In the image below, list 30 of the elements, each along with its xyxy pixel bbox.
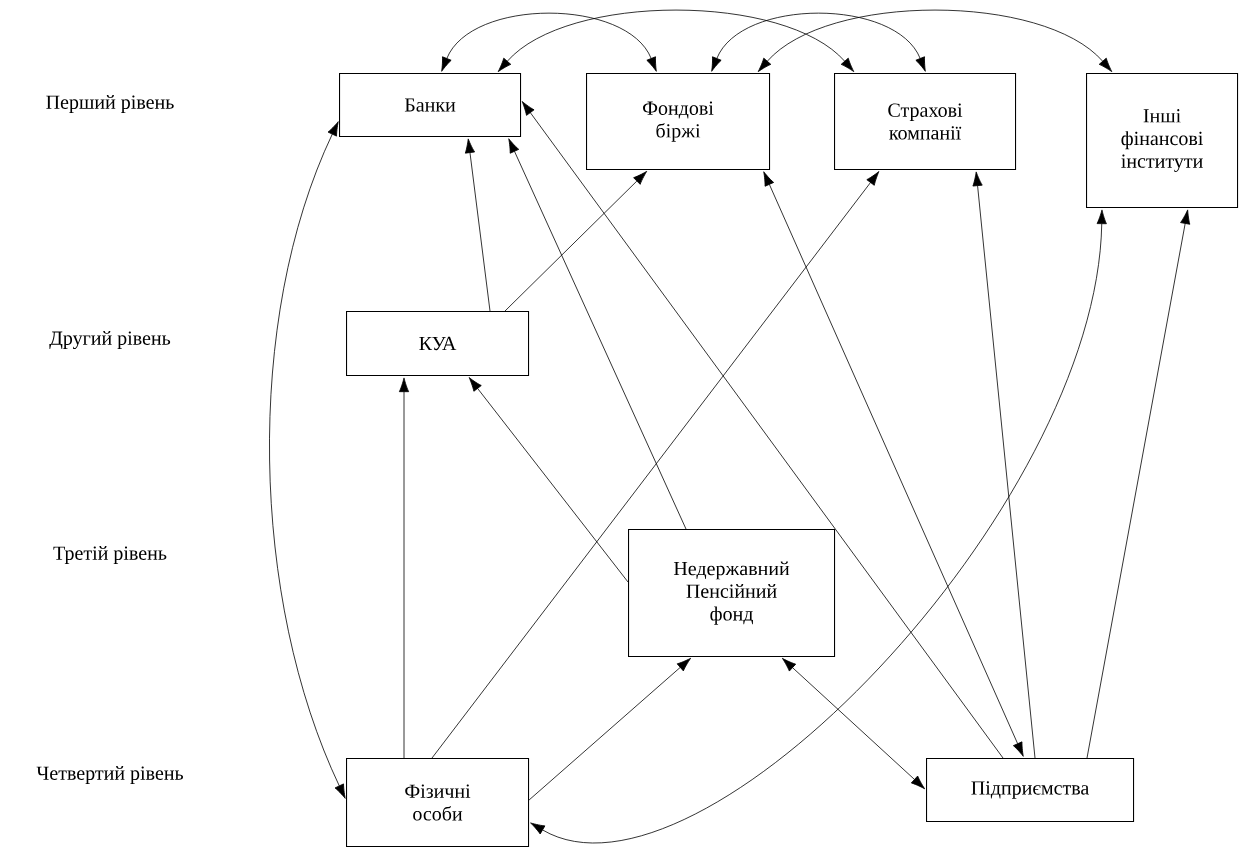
arrow — [711, 12, 926, 72]
arrow — [497, 9, 855, 73]
arrow — [530, 209, 1107, 844]
level-label: Другий рівень — [49, 331, 171, 349]
arrow — [972, 171, 1036, 759]
institution-box: Фондові біржі — [586, 73, 771, 171]
level-label: Перший рівень — [46, 95, 174, 113]
institution-box: КУА — [346, 311, 530, 377]
arrow — [468, 377, 629, 583]
institution-box: Підприємства — [926, 758, 1135, 823]
arrow — [464, 138, 491, 312]
arrow — [441, 12, 657, 72]
institution-box: Недержавний Пенсійний фонд — [628, 529, 836, 658]
arrow — [269, 121, 346, 799]
arrow — [431, 171, 880, 759]
arrow — [521, 101, 1004, 759]
institution-box: Фізичні особи — [346, 758, 530, 847]
institution-box: Страхові компанії — [834, 73, 1017, 171]
institution-box: Інші фінансові інститути — [1086, 73, 1239, 209]
level-label: Четвертий рівень — [36, 766, 184, 784]
level-label: Третій рівень — [53, 546, 167, 564]
arrow — [1086, 209, 1191, 759]
arrow — [504, 170, 648, 312]
arrow — [781, 657, 926, 790]
arrow — [763, 171, 1024, 757]
institution-box: Банки — [339, 73, 522, 138]
arrow — [398, 377, 410, 759]
arrow — [528, 657, 691, 801]
arrow — [757, 9, 1113, 73]
arrow — [508, 138, 687, 530]
